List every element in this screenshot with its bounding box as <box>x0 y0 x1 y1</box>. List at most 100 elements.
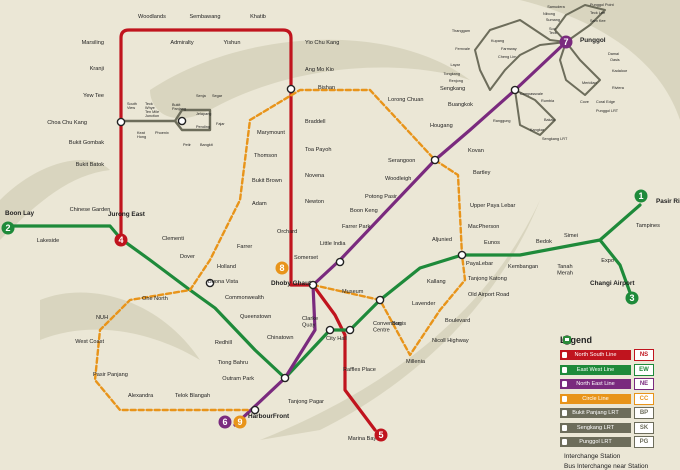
svg-text:5: 5 <box>378 430 383 440</box>
station-label-alexandra: Alexandra <box>128 393 154 399</box>
north-south-line <box>119 28 377 432</box>
station-label-city-hall: City Hall <box>326 336 347 342</box>
terminal-badge-ns-bottom: 4 <box>114 233 128 247</box>
interchange-marker <box>286 84 296 94</box>
terminal-badge-ns-tl: 1 <box>634 189 648 203</box>
station-label-kembangan: Kembangan <box>508 264 538 270</box>
station-label-queenstown: Queenstown <box>240 314 271 320</box>
station-label-toa-payoh: Toa Payoh <box>305 147 331 153</box>
interchange-marker <box>308 280 318 290</box>
station-label-ang-mo-kio: Ang Mo Kio <box>305 67 334 73</box>
station-label-marina-bay: Marina Bay <box>348 436 376 442</box>
station-label-bukit-brown: Bukit Brown <box>252 178 282 184</box>
station-label-dover: Dover <box>180 254 195 260</box>
station-label-bishan: Bishan <box>318 85 335 91</box>
station-label-braddell: Braddell <box>305 119 326 125</box>
legend-label: Punggol LRT <box>579 439 612 446</box>
station-label-damai: Damai <box>608 52 619 56</box>
interchange-marker <box>177 116 187 126</box>
station-label-sam-kee: Sam Kee <box>590 19 606 23</box>
station-label-bedok: Bedok <box>536 239 552 245</box>
station-label-tiong-bahru: Tiong Bahru <box>218 360 248 366</box>
interchange-marker <box>375 295 385 305</box>
station-label-sembawang: Sembawang <box>189 14 220 20</box>
station-label-compassvale: Compassvale <box>520 92 543 96</box>
station-label-bugis: Bugis <box>392 321 406 327</box>
legend-code: NS <box>634 349 654 362</box>
station-label-museum: Museum <box>342 289 364 295</box>
station-label-harbourfront: HarbourFront <box>248 413 290 420</box>
interchange-marker <box>457 250 467 260</box>
legend-label: Sengkang LRT <box>576 424 615 431</box>
station-label-punggol-lrt: Punggol LRT <box>596 109 619 113</box>
station-label-farmway: Farmway <box>501 47 517 51</box>
station-label-petir: Petir <box>183 143 192 147</box>
station-label-old-airport-road: Old Airport Road <box>468 292 509 298</box>
station-label-chinese-garden: Chinese Garden <box>70 207 111 213</box>
circle-line <box>93 88 467 412</box>
station-label-serangoon: Serangoon <box>388 158 415 164</box>
station-label-west-coast: West Coast <box>75 339 104 345</box>
station-label-bukit-gombak: Bukit Gombak <box>69 140 104 146</box>
station-label-dhoby-ghaut: Dhoby Ghaut <box>271 280 312 287</box>
station-label-raffles-place: Raffles Place <box>343 367 376 373</box>
station-label-eunos: Eunos <box>484 240 500 246</box>
station-label-sengkang: Sengkang <box>440 86 465 92</box>
station-markers <box>116 37 571 415</box>
background-swoosh <box>0 0 680 440</box>
station-label-adam: Adam <box>252 201 267 207</box>
station-label-marymount: Marymount <box>257 130 285 136</box>
train-icon <box>562 424 567 431</box>
train-icon <box>562 410 567 417</box>
svg-text:3: 3 <box>629 293 634 303</box>
station-label-novena: Novena <box>305 173 325 179</box>
station-label-phoenix: Phoenix <box>155 131 169 135</box>
station-label-woodlands: Woodlands <box>138 14 166 20</box>
terminal-badge-ne-punggol: 7 <box>559 35 573 49</box>
station-label-yew-tee: Yew Tee <box>83 93 104 99</box>
station-label-commonwealth: Commonwealth <box>225 295 264 301</box>
station-label-layar: Layar <box>451 63 461 67</box>
station-label-thanggam: Thanggam <box>452 29 470 33</box>
station-label-kallang: Kallang <box>427 279 446 285</box>
legend-bus: Bus Interchange near Station <box>560 336 678 470</box>
station-label-coral-edge: Coral Edge <box>596 100 615 104</box>
legend-code: PG <box>634 436 654 449</box>
station-label-kadaloor: Kadaloor <box>612 69 628 73</box>
station-label-upper-paya-lebar: Upper Paya Lebar <box>470 203 516 209</box>
legend-code: CC <box>634 392 654 405</box>
station-label-changi-airport: Changi Airport <box>590 280 635 287</box>
station-label-woodleigh: Woodleigh <box>385 176 411 182</box>
legend-interchange: Interchange Station <box>560 335 678 460</box>
station-label-bakau: Bakau <box>544 118 555 122</box>
station-label-cove: Cove <box>580 100 589 104</box>
east-west-line <box>3 203 642 380</box>
station-label-expo: Expo <box>601 258 614 264</box>
interchange-marker <box>325 325 335 335</box>
train-icon <box>562 395 567 402</box>
station-label-potong-pasir: Potong Pasir <box>365 194 397 200</box>
station-label-buangkok: Buangkok <box>448 102 473 108</box>
station-label-tanjong-pagar: Tanjong Pagar <box>288 399 324 405</box>
terminal-badge-cc-dhoby: 8 <box>275 261 289 275</box>
legend-label: Circle Line <box>582 395 609 402</box>
train-icon <box>562 439 567 446</box>
station-label-pasir-ris: Pasir Ris <box>656 198 680 205</box>
station-label-admiralty: Admiralty <box>170 40 194 46</box>
station-label-cheng-lim: Cheng Lim <box>498 55 516 59</box>
